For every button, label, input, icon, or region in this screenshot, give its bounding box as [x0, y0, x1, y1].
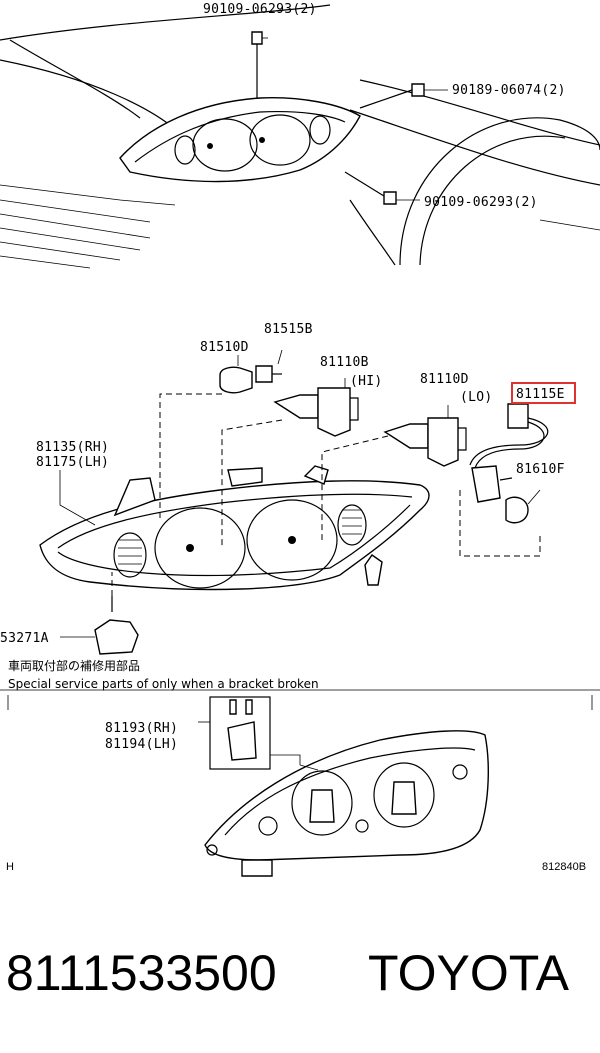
left-mark: H — [6, 861, 14, 873]
callout-housing-rh: 81135(RH) — [36, 440, 109, 455]
bracket-detail — [0, 689, 600, 877]
callout-highlight-part: 81115E — [516, 387, 565, 402]
highlight-box — [511, 382, 576, 404]
callout-bolt-top: 90109-06293(2) — [203, 2, 317, 17]
callout-repair-rh: 81193(RH) — [105, 721, 178, 736]
callout-bolt-lower: 90109-06293(2) — [424, 195, 538, 210]
vehicle-illustration — [0, 4, 600, 269]
callout-bulb-lo: 81110D — [420, 372, 469, 387]
callout-bulb-small: 81510D — [200, 340, 249, 355]
callout-housing-lh: 81175(LH) — [36, 455, 109, 470]
callout-socket: 81515B — [264, 322, 313, 337]
part-number: 8111533500 — [6, 945, 277, 1001]
drawing-id: 812840B — [542, 861, 586, 873]
callout-bulb-hi: 81110B — [320, 355, 369, 370]
note-japanese: 車両取付部の補修用部品 — [8, 658, 140, 673]
callout-clip-right: 90189-06074(2) — [452, 83, 566, 98]
callout-hi-tag: (HI) — [350, 374, 383, 389]
callout-lo-tag: (LO) — [460, 390, 493, 405]
callout-bracket: 53271A — [0, 631, 49, 646]
brand-name: TOYOTA — [368, 945, 570, 1001]
callout-bulb-front: 81610F — [516, 462, 565, 477]
exploded-headlamp — [39, 349, 549, 655]
note-english: Special service parts of only when a bra… — [8, 677, 319, 691]
callout-repair-lh: 81194(LH) — [105, 737, 178, 752]
